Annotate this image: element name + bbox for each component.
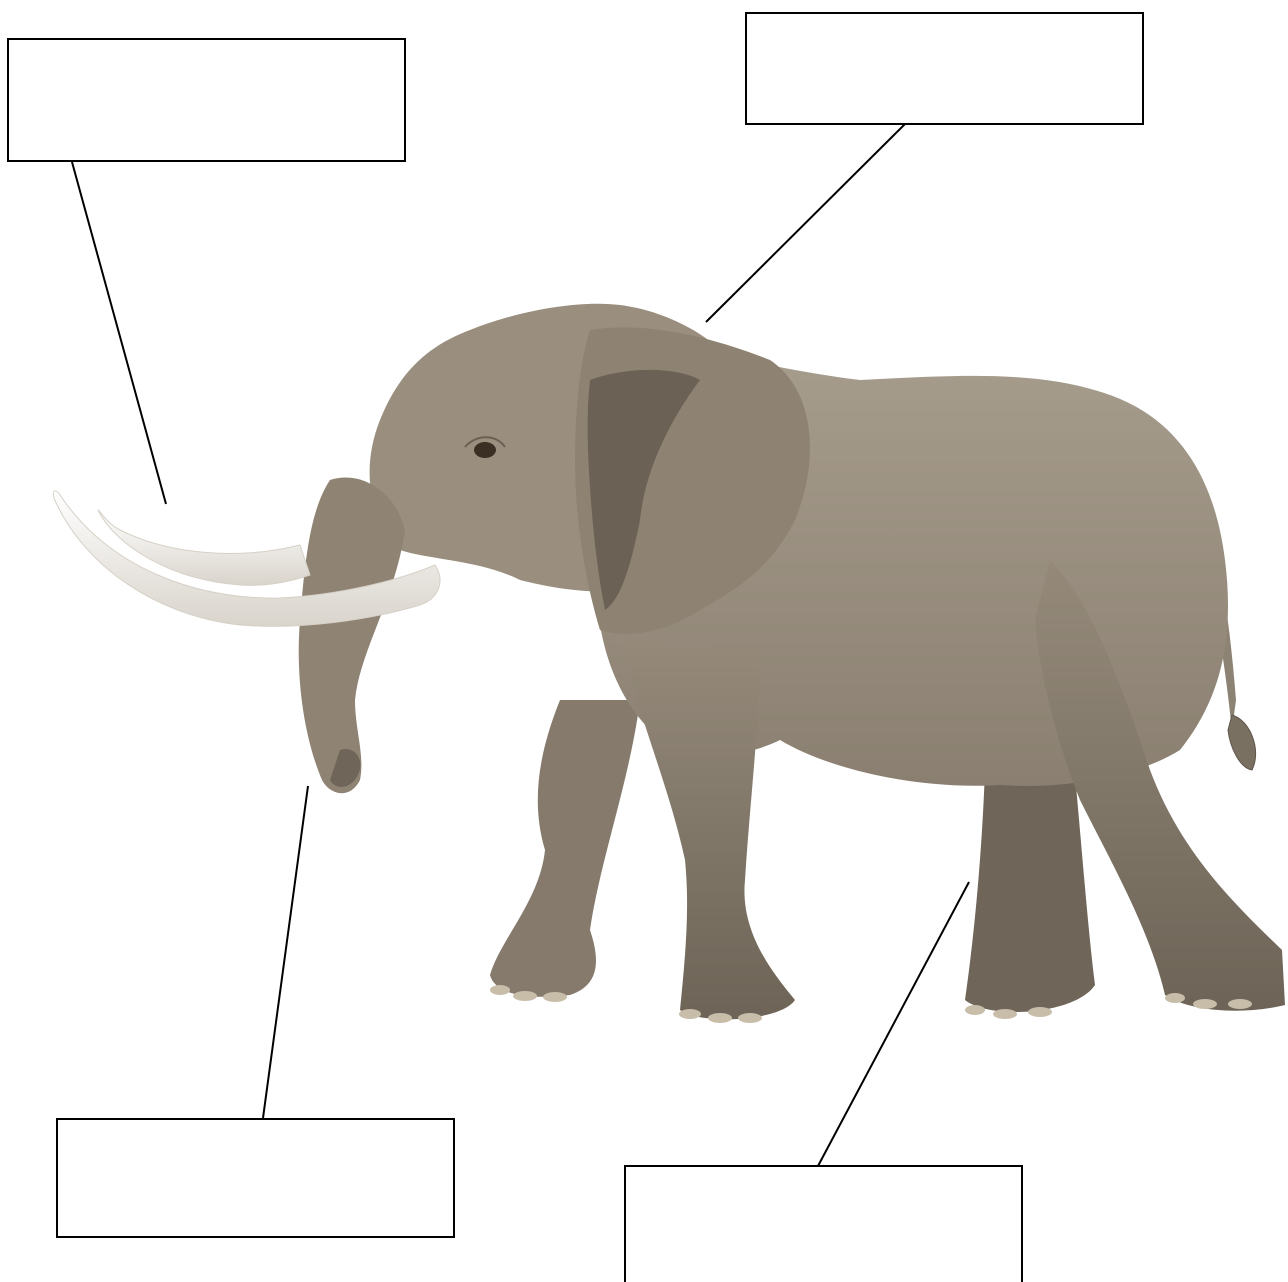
eye [474, 442, 496, 458]
leg-label-box[interactable] [625, 1166, 1022, 1282]
ear-label-box[interactable] [746, 13, 1143, 124]
tusk-leader-line [72, 162, 166, 504]
leg-leader-line [818, 882, 969, 1166]
trunk-label-box[interactable] [57, 1119, 454, 1237]
trunk [299, 477, 405, 793]
trunk-leader-line [263, 786, 308, 1118]
tail-tuft [1228, 715, 1256, 770]
elephant-illustration [53, 304, 1285, 1023]
ear-leader-line [706, 124, 905, 322]
toenails [490, 985, 1252, 1023]
tusk-label-box[interactable] [8, 39, 405, 161]
far-front-leg [490, 700, 640, 997]
far-hind-leg [965, 770, 1095, 1012]
